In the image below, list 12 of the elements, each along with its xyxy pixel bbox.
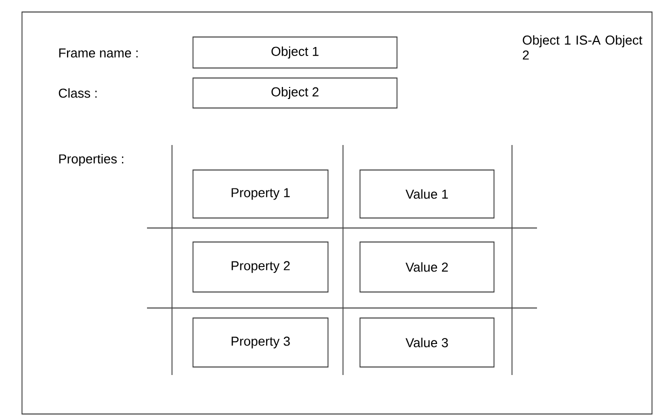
text-box: Value 2 [360,242,494,292]
text-box: Object 2 [192,78,398,108]
text-box: Object 1 [192,36,398,68]
label: Object 1 IS-A Object 2 [522,35,642,60]
text-box: Value 3 [360,318,494,368]
label: Class : [58,88,97,98]
text-box: Value 1 [360,170,494,218]
text-box: Property 3 [192,318,328,368]
text-box: Property 2 [192,242,328,292]
label: Frame name : [59,48,138,58]
label: Properties : [59,154,124,166]
text-box: Property 1 [192,170,328,218]
